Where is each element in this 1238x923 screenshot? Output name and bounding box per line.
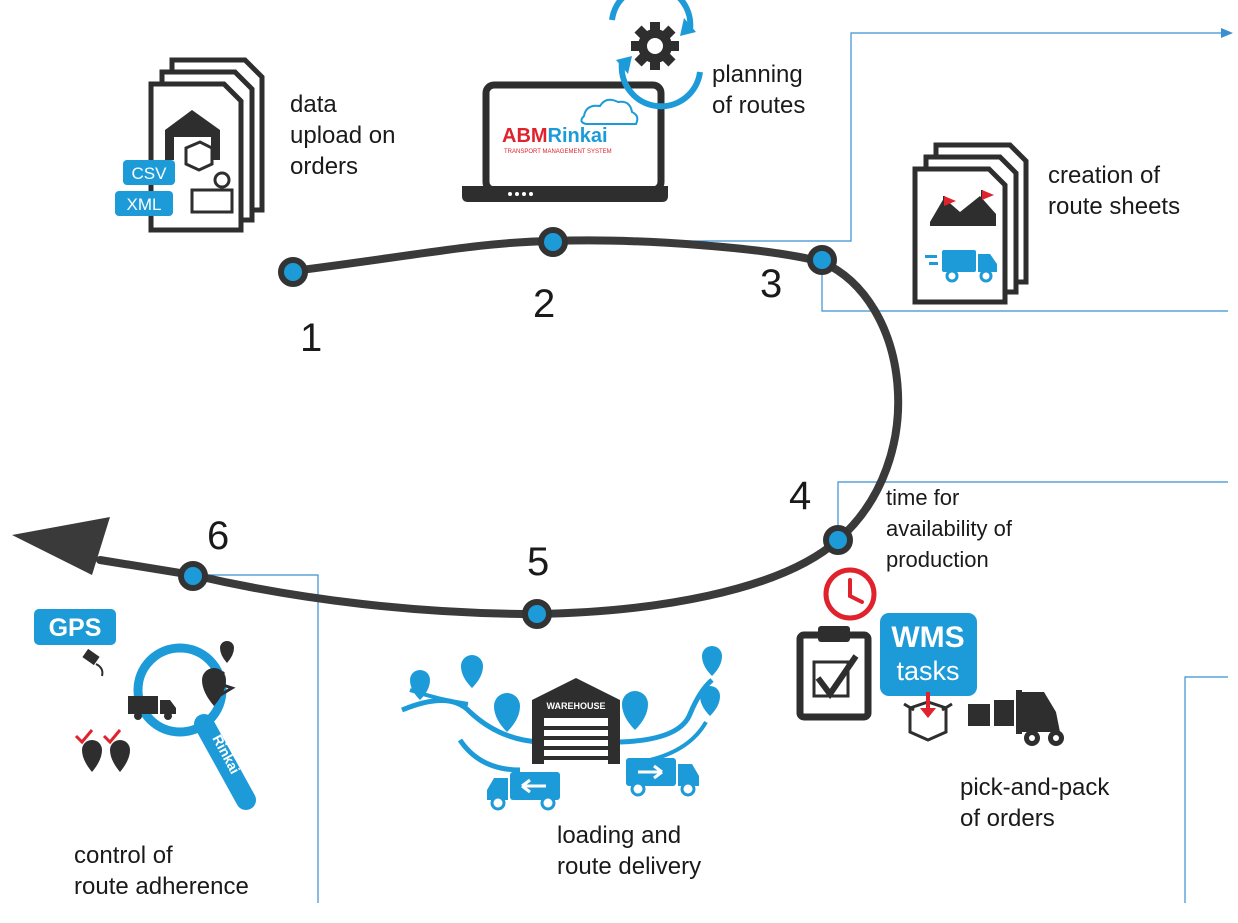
csv-text: CSV	[132, 164, 168, 183]
step-5-label-line: route delivery	[557, 853, 702, 880]
connector-line-4b	[1184, 676, 1228, 903]
step-2-label-line: of routes	[712, 92, 806, 119]
box-icon	[903, 692, 953, 742]
step-1-label-line: orders	[290, 153, 359, 180]
step-3-label-line: creation of	[1048, 162, 1161, 189]
step-4-label: time for availability of production	[886, 482, 1012, 575]
pick-and-pack-label-line: pick-and-pack	[960, 774, 1110, 801]
logo-subtitle: TRANSPORT MANAGEMENT SYSTEM	[504, 149, 612, 155]
connector-lines	[193, 28, 1233, 903]
connector-line-4	[837, 481, 1228, 540]
pin-dark-small-icon	[220, 641, 234, 663]
warehouse-icon: WAREHOUSE	[532, 678, 620, 764]
pin-icon	[410, 646, 722, 732]
wms-text: WMS	[891, 621, 964, 654]
delivery-routes-icon: WAREHOUSE	[401, 646, 722, 811]
xml-badge: XML	[115, 191, 173, 216]
step-3-number: 3	[760, 262, 783, 306]
pick-and-pack-label: pick-and-pack of orders	[960, 772, 1109, 834]
step-5-label: loading and route delivery	[557, 820, 701, 882]
step-6-label-line: route adherence	[74, 873, 249, 900]
logo-part1: ABM	[502, 125, 548, 147]
checked-pins-icon	[74, 729, 130, 772]
satellite-icon	[82, 648, 104, 677]
node-6	[178, 561, 208, 591]
truck-left-icon	[487, 772, 560, 811]
csv-badge: CSV	[123, 160, 175, 185]
forklift-icon	[968, 690, 1064, 746]
process-arrowhead	[12, 517, 110, 575]
step-3-label-line: route sheets	[1048, 193, 1181, 220]
node-1	[278, 257, 308, 287]
clock-icon	[823, 567, 877, 621]
map-pin-small-icon	[190, 171, 234, 214]
truck-blue-icon	[925, 250, 997, 283]
step-3-label: creation of route sheets	[1048, 160, 1180, 222]
node-3	[807, 245, 837, 275]
documents-icon	[148, 57, 265, 233]
step-4-label-line: production	[886, 547, 989, 572]
step-5-label-line: loading and	[557, 822, 682, 849]
step-4-number: 4	[789, 474, 812, 518]
step-5-number: 5	[527, 540, 550, 584]
step-2-number: 2	[533, 282, 556, 326]
logo-part2: Rinkai	[548, 125, 608, 147]
path-nodes	[178, 227, 853, 629]
connector-line-2	[553, 32, 1223, 242]
step-6-label-line: control of	[74, 842, 173, 869]
step-1-label-line: data	[290, 91, 337, 118]
step-2-label-line: planning	[712, 61, 803, 88]
gps-badge: GPS	[34, 609, 116, 645]
gear-sync-icon	[609, 0, 703, 110]
clipboard-icon	[796, 626, 872, 721]
svg-text:ABMRinkai: ABMRinkai	[502, 125, 608, 147]
step-6-number: 6	[207, 514, 230, 558]
gps-text: GPS	[49, 614, 102, 642]
warehouse-small-icon	[165, 110, 220, 172]
step-1-label: data upload on orders	[290, 89, 395, 182]
step-2-label: planning of routes	[712, 59, 805, 121]
step-4-label-line: time for	[886, 485, 960, 510]
step-6-label: control of route adherence	[74, 840, 249, 902]
step-4-label-line: availability of	[886, 516, 1012, 541]
node-2	[538, 227, 568, 257]
connector-line-6	[193, 574, 319, 903]
laptop-icon	[462, 81, 668, 202]
truck-dark-icon	[128, 696, 176, 720]
abm-rinkai-logo: ABMRinkai TRANSPORT MANAGEMENT SYSTEM	[502, 125, 612, 155]
route-sheets-icon	[912, 142, 1029, 305]
wms-sub-text: tasks	[896, 656, 959, 686]
node-4	[823, 525, 853, 555]
pick-and-pack-label-line: of orders	[960, 805, 1055, 832]
node-5	[522, 599, 552, 629]
step-1-label-line: upload on	[290, 122, 396, 149]
wms-badge: WMS tasks	[880, 613, 977, 696]
connector-arrow-2	[1221, 28, 1233, 38]
magnifier-icon: Rinkai	[128, 643, 256, 810]
step-1-number: 1	[300, 316, 323, 360]
warehouse-text: WAREHOUSE	[546, 701, 605, 711]
truck-right-icon	[626, 758, 699, 797]
connector-line-3	[821, 262, 1228, 312]
xml-text: XML	[127, 195, 162, 214]
